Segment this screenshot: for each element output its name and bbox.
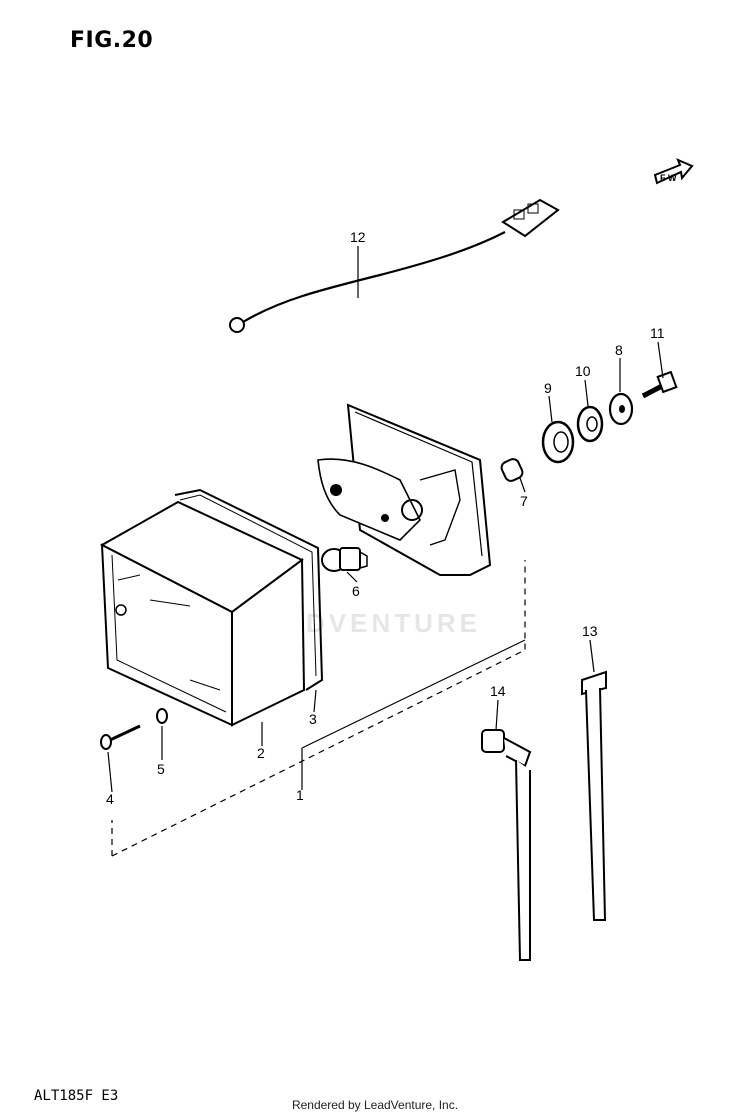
callout-6: 6 xyxy=(352,583,360,599)
lamp-housing xyxy=(317,403,492,576)
callout-11: 11 xyxy=(650,325,665,341)
callout-labels: 1 2 3 4 5 6 7 8 9 10 11 12 13 14 xyxy=(106,229,665,807)
callout-5: 5 xyxy=(157,761,165,777)
part-4-screw xyxy=(100,724,141,750)
part-6-bulb xyxy=(321,547,368,572)
model-code: ALT185F E3 xyxy=(34,1088,119,1104)
part-8-washer xyxy=(608,392,634,426)
part-14-clamp xyxy=(481,729,532,961)
callout-12: 12 xyxy=(350,229,366,245)
part-5-washer xyxy=(156,708,168,724)
part-7-collar xyxy=(500,458,524,482)
callout-10: 10 xyxy=(575,363,591,379)
callout-3: 3 xyxy=(309,711,317,727)
part-2-lens xyxy=(99,500,306,727)
callout-8: 8 xyxy=(615,342,623,358)
callout-7: 7 xyxy=(520,493,528,509)
callout-13: 13 xyxy=(582,623,598,639)
part-3-gasket xyxy=(174,488,324,691)
front-direction-marker: F W xyxy=(653,158,694,185)
figure-title: FIG.20 xyxy=(70,28,154,53)
part-12-wire-lead xyxy=(229,198,560,333)
leader-lines xyxy=(107,246,664,857)
callout-4: 4 xyxy=(106,791,114,807)
part-9-grommet xyxy=(541,420,575,464)
part-11-bolt xyxy=(641,370,678,399)
callout-14: 14 xyxy=(490,683,506,699)
footer-credit: Rendered by LeadVenture, Inc. xyxy=(291,1098,459,1112)
part-13-cable-tie xyxy=(581,670,607,921)
callout-9: 9 xyxy=(544,380,552,396)
callout-1: 1 xyxy=(296,787,304,803)
part-10-washer xyxy=(576,405,604,443)
front-marker-label: F W xyxy=(660,173,677,183)
callout-2: 2 xyxy=(257,745,265,761)
